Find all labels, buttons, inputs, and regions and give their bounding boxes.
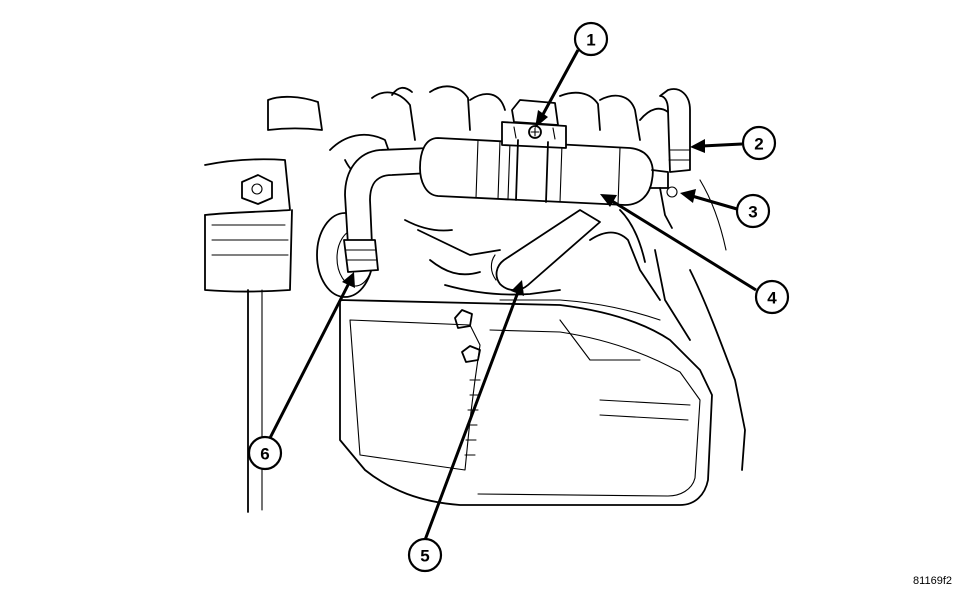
engine-background [329,85,746,471]
callout-3: 3 [735,193,771,229]
fuel-filter [419,137,669,206]
leader-1 [539,49,580,119]
callout-number-2: 2 [754,135,763,154]
callout-5: 5 [407,537,443,573]
callout-6: 6 [247,435,283,471]
arrowhead-1 [535,110,548,128]
left-strut-assembly [204,95,323,513]
callout-number-3: 3 [748,203,757,222]
callout-circle-1 [573,21,609,57]
leader-4 [611,199,757,292]
callout-number-5: 5 [420,547,429,566]
callout-circle-5 [407,537,443,573]
arrowhead-3 [680,189,696,203]
callout-number-4: 4 [767,289,777,308]
arrowhead-5 [511,280,524,296]
leader-2 [701,142,743,148]
callout-4: 4 [754,279,790,315]
arrowhead-2 [690,139,705,153]
lower-hose [343,147,431,273]
callout-circle-3 [735,193,771,229]
callout-circle-4 [754,279,790,315]
callout-1: 1 [573,21,609,57]
figure-code: 81169f2 [913,575,952,587]
leader-5 [423,291,520,541]
callout-number-1: 1 [586,31,595,50]
leader-3 [691,194,738,211]
mounting-bracket [501,99,567,203]
callout-circle-2 [741,125,777,161]
callout-leaders [268,49,757,541]
arrowhead-4 [600,194,617,207]
callout-number-6: 6 [260,445,269,464]
leader-6 [268,282,351,439]
arrowhead-6 [342,272,355,288]
lower-housing [339,299,713,506]
callout-2: 2 [741,125,777,161]
upper-right-hose [659,88,691,173]
fitting-line [659,186,678,229]
callout-circle-6 [247,435,283,471]
angled-tube [490,209,601,292]
